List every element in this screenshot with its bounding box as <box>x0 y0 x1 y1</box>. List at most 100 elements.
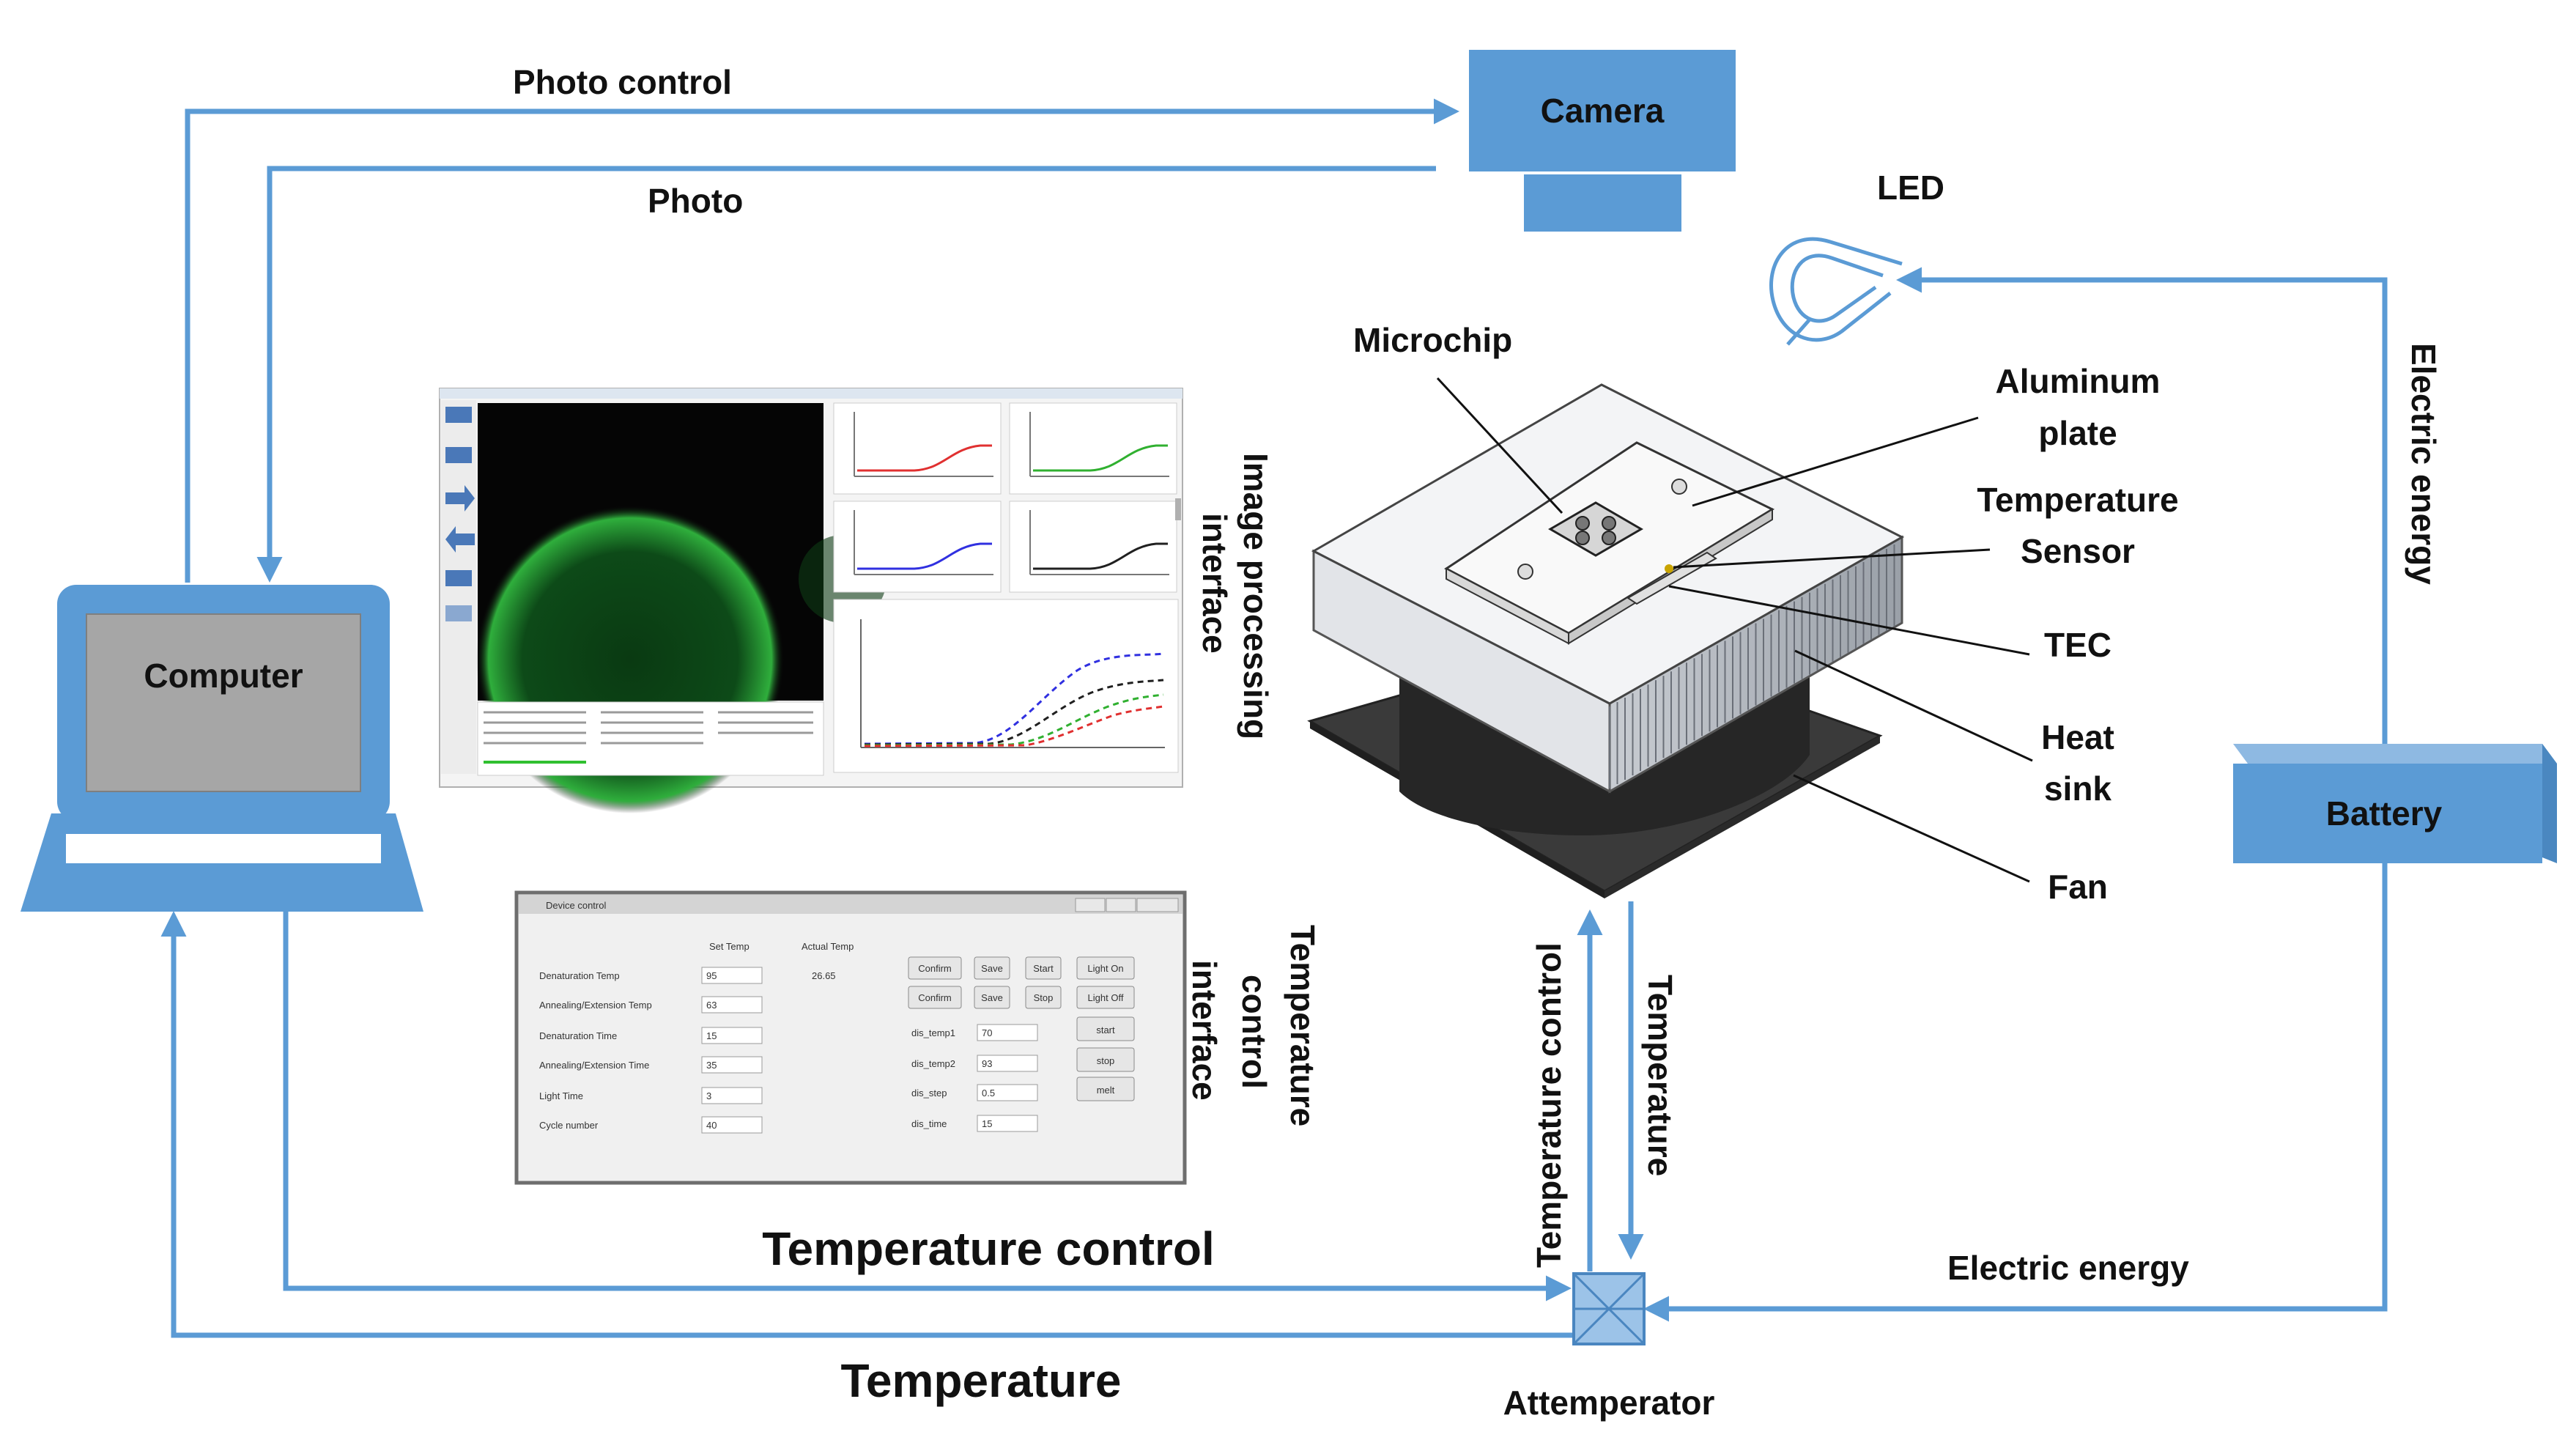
temperature-control-vertical-label: Temperature control <box>1530 942 1568 1268</box>
photo-control-label: Photo control <box>513 63 732 101</box>
minimize-button[interactable] <box>1075 898 1106 912</box>
device-control-window: Device control Set Temp Actual Temp 26.6… <box>514 890 1187 1185</box>
side-button[interactable] <box>1076 1047 1135 1072</box>
setting-input[interactable] <box>701 1027 763 1044</box>
setting-label: Annealing/Extension Time <box>539 1060 649 1071</box>
small-plot <box>1009 501 1177 593</box>
control-button[interactable] <box>1025 986 1062 1009</box>
device-control-side-buttons: start stop melt <box>1076 1016 1135 1101</box>
tec-label: TEC <box>2044 626 2111 664</box>
dis-value: 0.5 <box>982 1088 995 1099</box>
device-control-title: Device control <box>546 900 606 911</box>
setting-value: 3 <box>706 1090 711 1101</box>
camera-body <box>1469 50 1736 171</box>
electric-energy-attemperator-arrow <box>1643 861 2388 1322</box>
small-plots <box>833 402 1177 593</box>
dis-value: 70 <box>982 1027 992 1038</box>
setting-input[interactable] <box>701 1056 763 1074</box>
setting-value: 15 <box>706 1030 717 1041</box>
photo-control-arrow <box>185 98 1459 583</box>
computer-screen <box>86 613 361 792</box>
attemperator-label: Attemperator <box>1503 1384 1715 1422</box>
setting-value: 40 <box>706 1120 717 1131</box>
small-plot-curve <box>857 444 992 472</box>
led-label: LED <box>1877 169 1944 207</box>
temperature-control-arrow <box>283 909 1572 1302</box>
small-plot <box>833 501 1002 593</box>
temperature-control-big-label: Temperature control <box>762 1222 1215 1275</box>
control-button-label: Save <box>981 963 1003 974</box>
control-button[interactable] <box>974 986 1010 1009</box>
side-button-label: stop <box>1097 1055 1115 1066</box>
control-button[interactable] <box>974 956 1010 980</box>
setting-label: Denaturation Time <box>539 1030 617 1041</box>
temperature-sensor-label-2: Sensor <box>2021 532 2135 570</box>
electric-energy-bottom-label: Electric energy <box>1947 1249 2189 1287</box>
image-processing-screenshot <box>439 388 1183 813</box>
microchip-label: Microchip <box>1353 321 1512 359</box>
control-button-label: Light On <box>1087 963 1123 974</box>
close-button[interactable] <box>1136 898 1179 912</box>
dis-input[interactable] <box>977 1055 1038 1072</box>
actual-temp-header: Actual Temp <box>802 941 854 952</box>
camera-lens <box>1524 174 1681 232</box>
big-plot-curves <box>864 652 1164 747</box>
aluminum-plate-label-2: plate <box>2038 414 2117 452</box>
side-button-label: melt <box>1097 1085 1115 1096</box>
setting-input[interactable] <box>701 1087 763 1104</box>
setting-value: 63 <box>706 1000 717 1011</box>
control-button[interactable] <box>908 986 962 1009</box>
control-button[interactable] <box>1025 956 1062 980</box>
setting-input[interactable] <box>701 1116 763 1134</box>
battery: Battery <box>2233 744 2557 863</box>
set-temp-header: Set Temp <box>709 941 750 952</box>
battery-label: Battery <box>2326 794 2443 832</box>
computer-label: Computer <box>144 657 303 695</box>
dis-value: 93 <box>982 1058 992 1069</box>
setting-input[interactable] <box>701 996 763 1014</box>
dis-input[interactable] <box>977 1115 1038 1132</box>
control-button[interactable] <box>908 956 962 980</box>
heat-sink-label-1: Heat <box>2041 718 2114 756</box>
image-processing-label-1: Image processing <box>1237 453 1275 739</box>
control-button-label: Confirm <box>918 992 952 1003</box>
control-button-label: Start <box>1033 963 1054 974</box>
control-button[interactable] <box>1076 956 1135 980</box>
dis-input[interactable] <box>977 1024 1038 1041</box>
control-button-label: Confirm <box>918 963 952 974</box>
pcr-device <box>1307 383 1905 898</box>
temperature-big-label: Temperature <box>841 1354 1122 1407</box>
dis-input[interactable] <box>977 1084 1038 1101</box>
side-button-label: start <box>1096 1024 1115 1035</box>
photo-arrow <box>256 166 1436 583</box>
heat-sink-label-2: sink <box>2044 769 2111 808</box>
temperature-arrow <box>160 911 1575 1338</box>
dis-label: dis_temp2 <box>911 1058 955 1069</box>
microchip <box>1548 501 1643 557</box>
setting-label: Denaturation Temp <box>539 970 620 981</box>
setting-label: Light Time <box>539 1090 583 1101</box>
setting-input[interactable] <box>701 967 763 984</box>
led-icon <box>1769 237 1903 342</box>
small-plot <box>833 402 1002 495</box>
control-button-label: Stop <box>1034 992 1054 1003</box>
led <box>1769 237 1903 346</box>
attemperator <box>1572 1272 1646 1345</box>
control-button-label: Light Off <box>1088 992 1124 1003</box>
aluminum-plate-label-1: Aluminum <box>1996 362 2161 400</box>
maximize-button[interactable] <box>1106 898 1136 912</box>
camera-label: Camera <box>1541 92 1665 130</box>
small-plot <box>1009 402 1177 495</box>
control-button-label: Save <box>981 992 1003 1003</box>
battery-body <box>2233 764 2542 863</box>
photo-label: Photo <box>648 182 743 220</box>
control-button[interactable] <box>1076 986 1135 1009</box>
dis-label: dis_step <box>911 1088 947 1099</box>
temperature-control-interface-label-2: control <box>1235 975 1273 1089</box>
side-button[interactable] <box>1076 1016 1135 1041</box>
side-button[interactable] <box>1076 1077 1135 1101</box>
electric-energy-vertical-label: Electric energy <box>2405 343 2443 585</box>
computer: Computer <box>21 585 423 912</box>
